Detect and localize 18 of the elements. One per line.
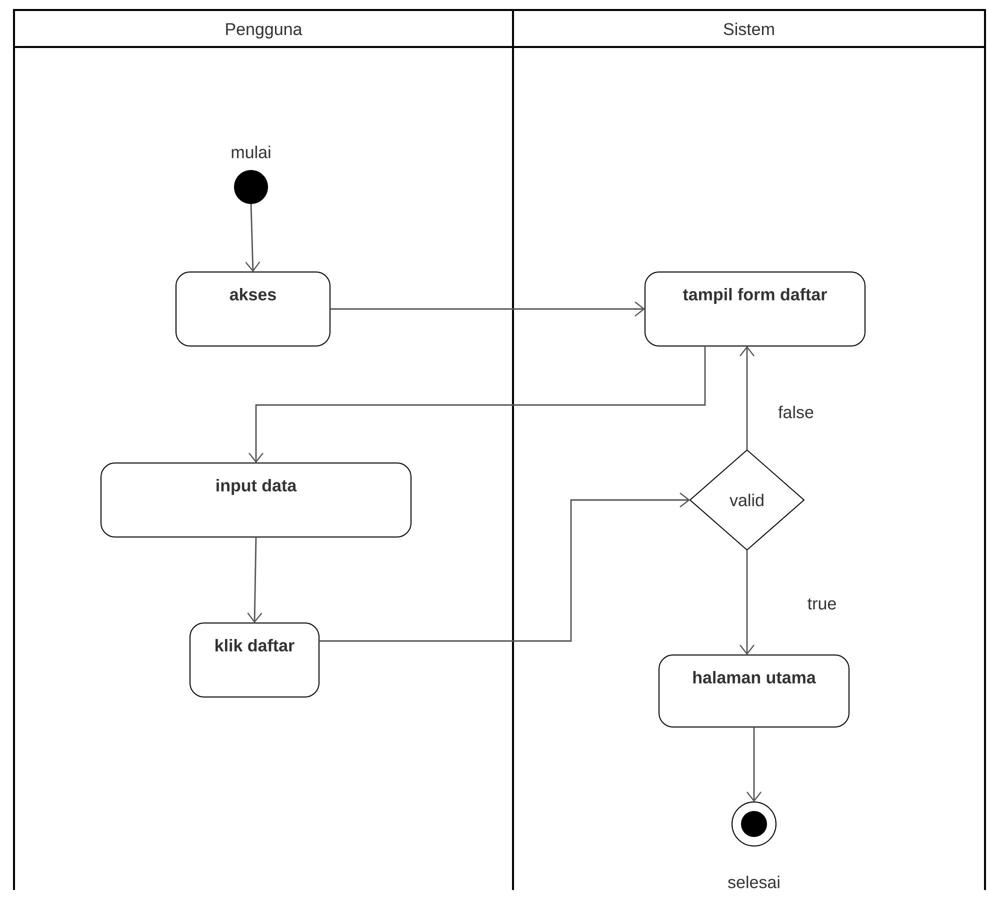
arrow <box>245 204 260 272</box>
arrow <box>247 536 262 623</box>
edge-label: false <box>777 404 815 420</box>
arrow <box>740 346 754 450</box>
action-box: tampil form daftar <box>644 272 866 346</box>
action-box: input data <box>100 462 412 538</box>
arrow <box>319 492 690 642</box>
action-box: akses <box>176 272 330 346</box>
lane-header: Pengguna <box>226 23 302 39</box>
arrow <box>740 550 754 655</box>
node-caption: mulai <box>232 146 270 158</box>
action-box: halaman utama <box>658 654 850 728</box>
arrow <box>330 302 645 316</box>
action-box: klik daftar <box>190 622 320 698</box>
node-caption: selesai <box>728 876 780 888</box>
arrow <box>746 727 762 802</box>
lane-header: Sistem <box>724 22 774 36</box>
arrow <box>248 346 706 463</box>
